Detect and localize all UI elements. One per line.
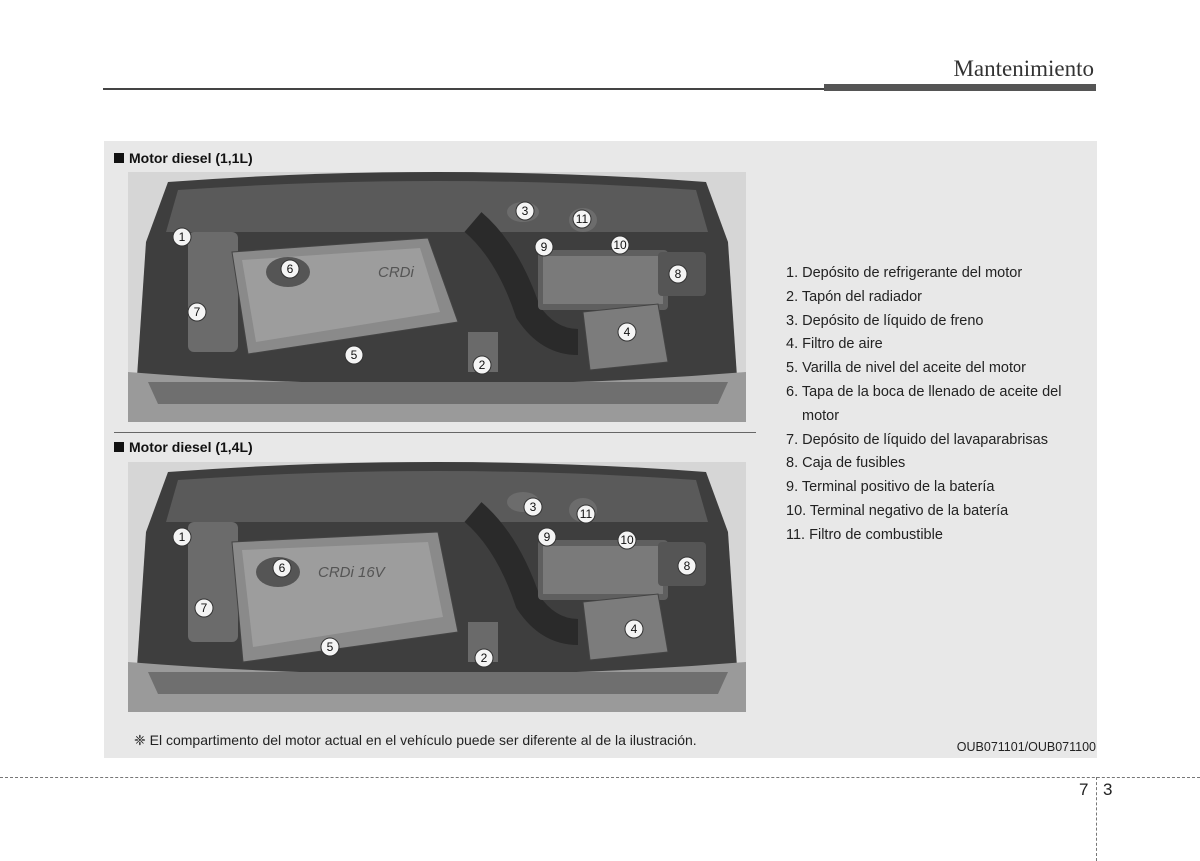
engine-illustration-1-1l: CRDi — [128, 172, 746, 422]
illustration-footnote: ❈ El compartimento del motor actual en e… — [134, 732, 697, 749]
legend-item: 10. Terminal negativo de la batería — [786, 500, 1086, 524]
square-bullet-icon — [114, 442, 124, 452]
component-legend: 1. Depósito de refrigerante del motor 2.… — [786, 262, 1086, 548]
image-code: OUB071101/OUB071100 — [957, 740, 1096, 754]
engine-cover-logo: CRDi — [378, 264, 414, 281]
footer-rule — [0, 777, 1200, 778]
legend-item: 7. Depósito de líquido del lavaparabrisa… — [786, 429, 1086, 453]
header-rule — [103, 88, 825, 90]
legend-item: 8. Caja de fusibles — [786, 452, 1086, 476]
footer-separator — [1096, 777, 1097, 861]
legend-item: 5. Varilla de nivel del aceite del motor — [786, 357, 1086, 381]
section-label-1-1l: Motor diesel (1,1L) — [114, 150, 253, 166]
engine-illustration-1-4l: CRDi 16V — [128, 462, 746, 712]
page-chapter: 7 — [1079, 780, 1088, 800]
engine-cover-logo-16v: CRDi 16V — [318, 564, 387, 581]
legend-item: 9. Terminal positivo de la batería — [786, 476, 1086, 500]
section-label-1-4l: Motor diesel (1,4L) — [114, 439, 253, 455]
header-title: Mantenimiento — [953, 56, 1094, 82]
legend-item: 1. Depósito de refrigerante del motor — [786, 262, 1086, 286]
square-bullet-icon — [114, 153, 124, 163]
legend-item: 2. Tapón del radiador — [786, 286, 1086, 310]
legend-item: 4. Filtro de aire — [786, 333, 1086, 357]
legend-item: 11. Filtro de combustible — [786, 524, 1086, 548]
page-number: 3 — [1103, 780, 1112, 800]
section-divider — [114, 432, 756, 433]
legend-item: 6. Tapa de la boca de llenado de aceite … — [786, 381, 1086, 429]
legend-item: 3. Depósito de líquido de freno — [786, 310, 1086, 334]
header-rule-accent — [824, 84, 1096, 91]
